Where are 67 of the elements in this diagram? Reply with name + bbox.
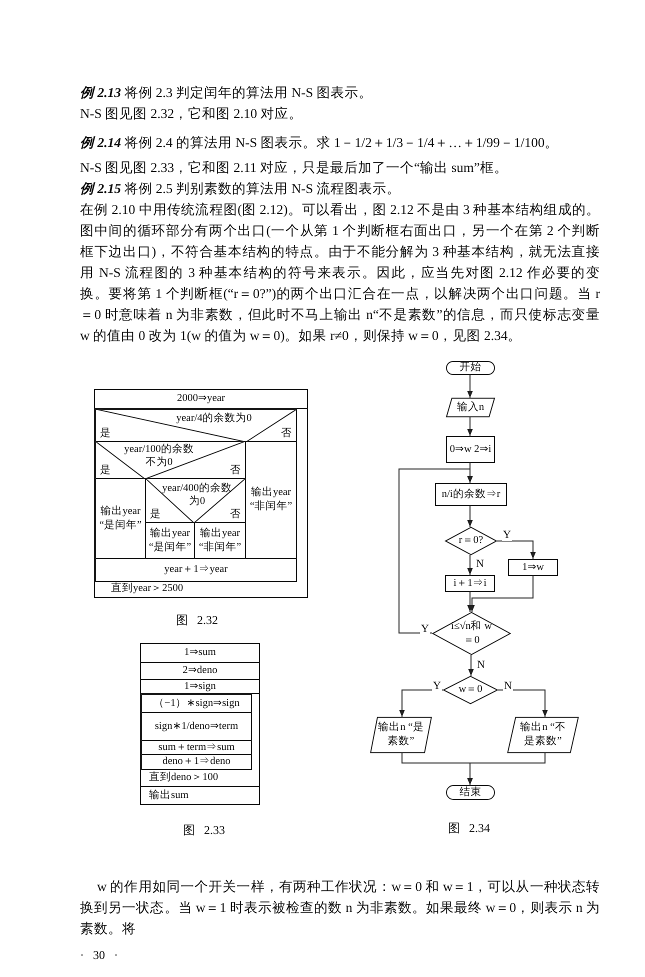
- process-block: 2000⇒year: [94, 389, 308, 409]
- page-number: · 30 ·: [80, 947, 118, 964]
- process-block: 2⇒deno: [140, 662, 260, 680]
- arrow: [398, 468, 473, 634]
- process-block: sign∗1/deno⇒term: [141, 712, 252, 741]
- start-terminal: 开始: [446, 361, 495, 375]
- end-terminal: 结束: [446, 785, 495, 800]
- loop-condition-text: 直到year＞2500: [111, 582, 184, 595]
- process-block: year＋1⇒year: [95, 558, 297, 582]
- condition-text: year/4的余数为0: [175, 412, 253, 425]
- process-block: 1⇒sign: [140, 679, 260, 694]
- process-block: （−1）∗sign⇒sign: [141, 694, 252, 713]
- process-block: sum＋term⇒sum: [141, 740, 252, 755]
- edge-label: N: [476, 659, 486, 671]
- process-box: 0⇒w 2⇒i: [446, 436, 495, 463]
- edge-label: Y: [502, 529, 512, 541]
- paragraph: w 的作用如同一个开关一样，有两种工作状况：w＝0 和 w＝1，可以从一种状态转换到另一状态。当 w＝1 时表示被检查的数 n 为非素数。如果最终 w＝0，则表示 n 为素数。将: [80, 878, 600, 938]
- no-label: 否: [230, 464, 241, 477]
- output-block: 输出sum: [140, 786, 260, 805]
- no-label: 否: [281, 427, 292, 440]
- decision-diamond: w＝0: [443, 676, 498, 704]
- figure-caption: 图 2.34: [448, 820, 490, 837]
- arrow: [467, 374, 473, 398]
- loop-condition-text: 直到deno＞100: [149, 771, 218, 784]
- input-parallelogram: 输入n: [446, 398, 495, 417]
- paragraph: 例 2.14 将例 2.4 的算法用 N-S 图表示。求 1－1/2＋1/3－1/4＋…＋1/99－1/100。: [80, 134, 560, 152]
- decision-diamond: r＝0?: [445, 527, 497, 555]
- output-parallelogram: 输出n “是素数”: [370, 717, 432, 753]
- condition-text: year/400的余数为0: [161, 482, 233, 508]
- process-block: deno＋1⇒deno: [141, 754, 252, 770]
- arrow: [496, 540, 536, 560]
- arrow: [469, 576, 534, 612]
- arrow: [467, 752, 546, 786]
- yes-label: 是: [150, 508, 161, 521]
- until-loop-block: [140, 693, 260, 787]
- yes-label: 是: [100, 464, 111, 477]
- paragraph: N-S 图见图 2.32，它和图 2.10 对应。: [80, 105, 304, 123]
- paragraph: 例 2.15 将例 2.5 判别素数的算法用 N-S 流程图表示。: [80, 180, 402, 198]
- arrow: [399, 690, 444, 718]
- edge-label: Y: [432, 680, 442, 692]
- arrow: [467, 554, 473, 576]
- process-box: 1⇒w: [508, 559, 558, 576]
- figure-caption: 图 2.33: [183, 822, 225, 839]
- yes-label: 是: [100, 427, 111, 440]
- edge-label: Y: [420, 623, 430, 635]
- arrow: [468, 654, 474, 676]
- paragraph: 例 2.13 将例 2.3 判定闰年的算法用 N-S 图表示。: [80, 84, 374, 102]
- decision-block: [145, 478, 246, 523]
- decision-diamond: i≤√n和 w＝0: [432, 612, 511, 655]
- decision-block: [95, 409, 297, 442]
- arrow: [467, 506, 473, 528]
- process-block: 1⇒sum: [140, 643, 260, 663]
- process-box: n/i的余数⇒r: [435, 483, 507, 506]
- until-loop-block: [94, 408, 308, 598]
- figure-caption: 图 2.32: [176, 612, 218, 629]
- edge-label: N: [475, 558, 485, 570]
- paragraph: 在例 2.10 中用传统流程图(图 2.12)。可以看出，图 2.12 不是由 3 种基本结构组成的。图中间的循环部分有两个出口(一个从第 1 个判断框右面出口，另一个在第 2 个判断框下边出口)，不符合基本结构的特点。由于不能分解为 3 种基本结构，就无法直接用 N-S 流程图的 3 种基本结构的符号来表示。因此，应当先对图 2.12 作必要的变换。要将第 1 个判断框(“r＝0?”)的两个出口汇合在一点，以解决两个出口问题。当 r＝0 时意味着 n 为非素数，但此时不马上输出 n“不是素数”的信息，而只使标志变量 w 的值由 0 改为 1(w 的值为 w＝0)。如果 r≠0，则保持 w＝0，见图 2.34。: [80, 201, 600, 345]
- condition-text: year/100的余数不为0: [123, 443, 195, 469]
- process-box: i＋1⇒i: [445, 575, 495, 592]
- no-label: 否: [230, 508, 241, 521]
- arrow: [498, 690, 548, 718]
- edge-label: N: [503, 680, 513, 692]
- decision-block: [95, 441, 246, 479]
- paragraph: N-S 图见图 2.33，它和图 2.11 对应，只是最后加了一个“输出 sum”框。: [80, 159, 509, 177]
- arrow: [467, 416, 473, 436]
- output-parallelogram: 输出n “不是素数”: [507, 717, 579, 753]
- arrow: [467, 592, 473, 612]
